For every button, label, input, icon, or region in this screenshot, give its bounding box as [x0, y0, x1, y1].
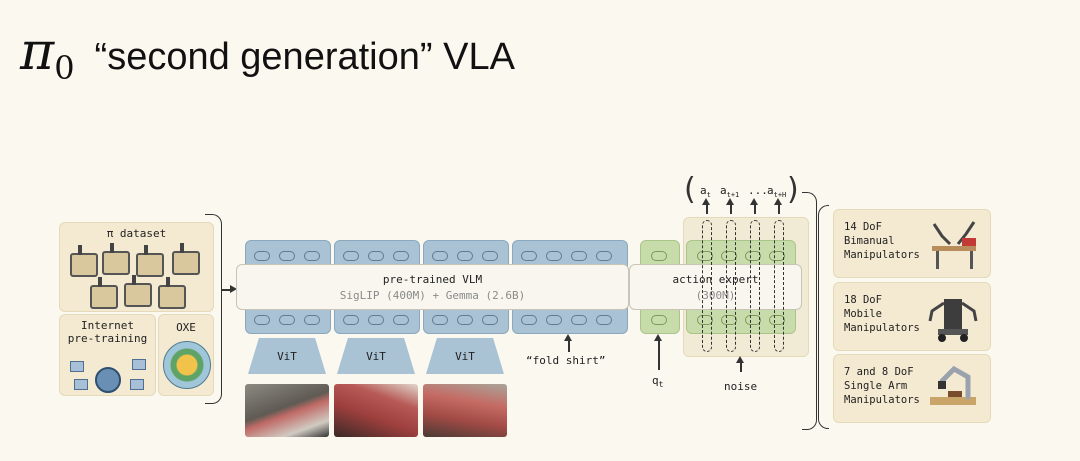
- pi-subscript: 0: [54, 49, 75, 87]
- out-arrow: [703, 198, 709, 214]
- out-arrow: [775, 198, 781, 214]
- vlm-title: pre-trained VLM: [382, 273, 483, 286]
- action-expert-title: action expert: [672, 273, 759, 286]
- pi-symbol: π: [20, 22, 55, 82]
- prompt-text: “fold shirt”: [526, 354, 606, 367]
- title-text: “second generation” VLA: [94, 36, 515, 78]
- internet-label: Internet pre-training: [67, 319, 148, 345]
- vit-encoder: ViT: [426, 338, 504, 374]
- robot-card-single-arm: 7 and 8 DoF Single Arm Manipulators: [833, 354, 991, 423]
- node-icon: [130, 379, 144, 390]
- robot-thumb-icon: [158, 277, 186, 309]
- noise-label: noise: [724, 380, 758, 393]
- camera-frame: [334, 384, 418, 437]
- out-arrow: [751, 198, 757, 214]
- robot-card-bimanual: 14 DoF Bimanual Manipulators: [833, 209, 991, 278]
- vlm-subtitle: SigLIP (400M) + Gemma (2.6B): [339, 289, 526, 302]
- camera-frame: [245, 384, 329, 437]
- flow-loop: [726, 220, 736, 352]
- mobile-robot-icon: [928, 299, 978, 342]
- robot-thumb-icon: [124, 275, 152, 307]
- state-arrow: [655, 334, 661, 370]
- action-expert-box: action expert (300M): [629, 264, 802, 310]
- vit-encoder: ViT: [337, 338, 415, 374]
- input-arrow: [221, 286, 237, 292]
- prompt-arrow: [565, 334, 571, 352]
- action-t: at: [700, 184, 711, 200]
- robot-bracket: [802, 192, 817, 430]
- globe-icon: [95, 367, 121, 393]
- state-label: qt: [652, 374, 664, 390]
- single-arm-robot-icon: [930, 365, 976, 405]
- bimanual-robot-icon: [932, 221, 976, 269]
- action-tH: at+H: [767, 184, 787, 200]
- oxe-globe-icon: [163, 341, 211, 389]
- oxe-label: OXE: [176, 321, 196, 334]
- robot-thumb-icon: [136, 245, 164, 277]
- flow-loop: [774, 220, 784, 352]
- node-icon: [70, 361, 84, 372]
- pi-dataset-panel: π dataset: [59, 222, 214, 312]
- robot-label: 7 and 8 DoF Single Arm Manipulators: [844, 366, 920, 406]
- flow-loop: [750, 220, 760, 352]
- robot-bracket-inner: [818, 205, 829, 429]
- action-bracket-left: (: [684, 172, 696, 207]
- robot-thumb-icon: [70, 245, 98, 277]
- slide-title: π 0 “second generation” VLA: [20, 22, 515, 87]
- action-expert-subtitle: (300M): [695, 289, 736, 302]
- vlm-box: pre-trained VLM SigLIP (400M) + Gemma (2…: [236, 264, 629, 310]
- action-bracket-right: ): [787, 172, 799, 207]
- vit-encoder: ViT: [248, 338, 326, 374]
- action-t1: at+1: [720, 184, 740, 200]
- pi-dataset-label: π dataset: [106, 227, 167, 240]
- robot-thumb-icon: [172, 243, 200, 275]
- robot-label: 18 DoF Mobile Manipulators: [844, 294, 920, 334]
- robot-thumb-icon: [90, 277, 118, 309]
- flow-loop: [702, 220, 712, 352]
- internet-panel: Internet pre-training: [59, 314, 156, 396]
- noise-arrow: [737, 356, 743, 372]
- dataset-bracket: [205, 214, 222, 404]
- out-arrow: [727, 198, 733, 214]
- node-icon: [132, 359, 146, 370]
- robot-thumb-icon: [102, 243, 130, 275]
- node-icon: [74, 379, 88, 390]
- robot-card-mobile: 18 DoF Mobile Manipulators: [833, 282, 991, 351]
- robot-label: 14 DoF Bimanual Manipulators: [844, 221, 920, 261]
- oxe-panel: OXE: [158, 314, 214, 396]
- camera-frame: [423, 384, 507, 437]
- action-ellipsis: ...: [748, 184, 768, 197]
